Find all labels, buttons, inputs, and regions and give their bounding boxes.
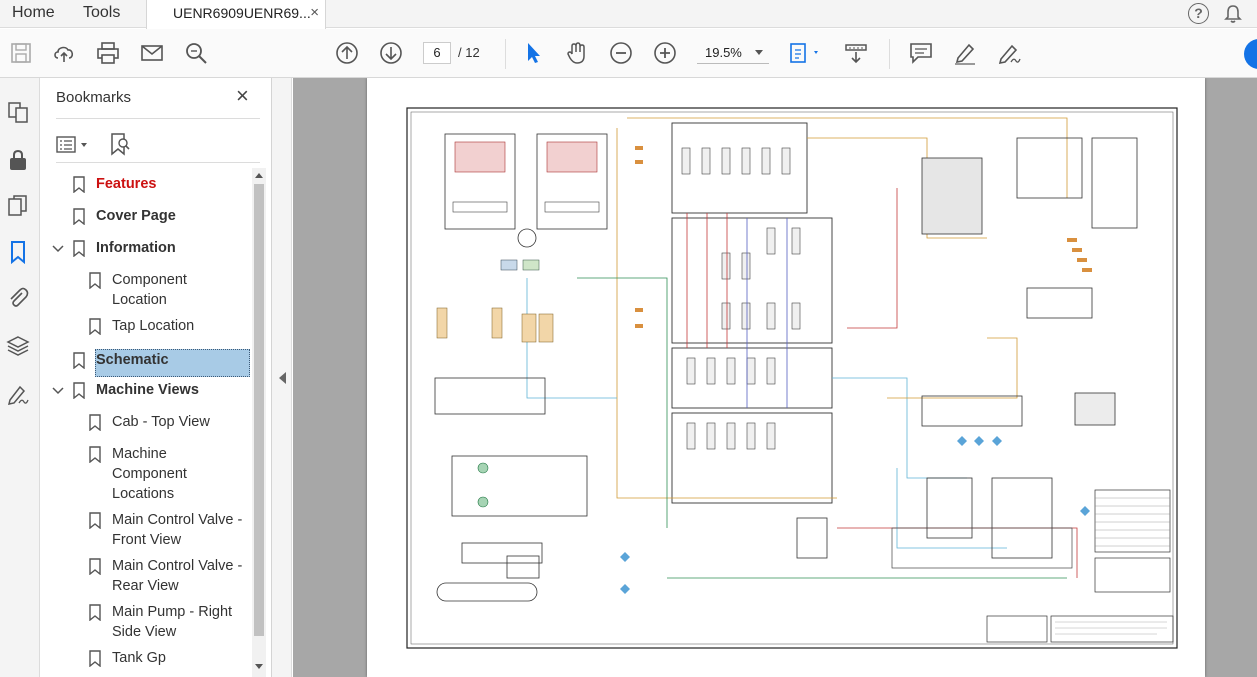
zoom-level-value: 19.5% bbox=[705, 45, 742, 60]
menu-bar: Home Tools UENR6909UENR69... × ? bbox=[0, 0, 1257, 29]
close-tab-icon[interactable]: × bbox=[310, 4, 319, 21]
selected-highlight bbox=[95, 349, 250, 377]
zoom-level-dropdown[interactable]: 19.5% bbox=[697, 42, 769, 64]
hand-icon[interactable] bbox=[564, 40, 590, 66]
bookmark-icon bbox=[73, 352, 85, 369]
tools-tab[interactable]: Tools bbox=[83, 4, 121, 21]
layers-icon[interactable] bbox=[6, 334, 30, 358]
lock-icon[interactable] bbox=[6, 148, 30, 172]
document-viewport[interactable] bbox=[293, 78, 1257, 677]
bookmark-icon bbox=[89, 272, 101, 289]
home-tab[interactable]: Home bbox=[12, 4, 55, 21]
bookmark-icon bbox=[73, 208, 85, 225]
signature-icon[interactable] bbox=[6, 382, 30, 406]
select-arrow-icon[interactable] bbox=[520, 40, 546, 66]
bookmark-label: Main Control Valve - Front View bbox=[112, 512, 243, 548]
bookmark-icon[interactable] bbox=[6, 240, 30, 265]
bookmarks-title: Bookmarks bbox=[56, 89, 132, 106]
chevron-down-icon[interactable] bbox=[52, 386, 64, 396]
bookmark-label: Machine Views bbox=[96, 382, 199, 398]
toolbar-divider bbox=[505, 39, 506, 69]
bookmarks-panel: Bookmarks × Features Cover Page Informat… bbox=[40, 78, 272, 677]
bookmark-scrollbar[interactable] bbox=[252, 168, 266, 677]
bookmark-label: Tap Location bbox=[112, 318, 195, 334]
upload-icon[interactable] bbox=[51, 40, 77, 66]
scroll-down-icon[interactable] bbox=[255, 664, 263, 669]
current-page-input[interactable]: 6 bbox=[423, 42, 451, 64]
help-icon[interactable]: ? bbox=[1188, 3, 1209, 24]
collapse-panel-icon[interactable] bbox=[279, 372, 286, 384]
left-navigation-rail bbox=[0, 78, 40, 677]
bookmark-label: Tank Gp bbox=[112, 650, 166, 666]
highlight-pen-icon[interactable] bbox=[952, 40, 978, 66]
mail-icon[interactable] bbox=[139, 40, 165, 66]
divider bbox=[56, 162, 260, 163]
zoom-out-icon[interactable] bbox=[608, 40, 634, 66]
page-thumbnails-icon[interactable] bbox=[6, 100, 30, 124]
panel-collapse-handle[interactable] bbox=[272, 78, 292, 677]
attachment-icon[interactable] bbox=[6, 286, 30, 310]
document-page[interactable] bbox=[367, 78, 1205, 677]
toolbar: 6 / 12 19.5% bbox=[0, 29, 1257, 78]
bookmark-icon bbox=[73, 382, 85, 399]
zoom-search-icon[interactable] bbox=[183, 40, 209, 66]
bookmark-label: Cab - Top View bbox=[112, 414, 210, 430]
find-bookmark-icon[interactable] bbox=[108, 132, 132, 158]
bookmark-icon bbox=[89, 414, 101, 431]
page-down-icon[interactable] bbox=[378, 40, 404, 66]
scroll-mode-icon[interactable] bbox=[843, 40, 869, 66]
bookmark-icon bbox=[89, 558, 101, 575]
divider bbox=[56, 118, 260, 119]
bookmark-icon bbox=[73, 240, 85, 257]
bookmark-label: Schematic bbox=[96, 352, 169, 368]
sign-icon[interactable] bbox=[996, 40, 1022, 66]
document-tab-label: UENR6909UENR69... bbox=[173, 5, 311, 21]
document-tab[interactable]: UENR6909UENR69... × bbox=[146, 0, 326, 29]
bookmark-icon bbox=[89, 650, 101, 667]
account-avatar[interactable] bbox=[1244, 39, 1257, 69]
notification-bell-icon[interactable] bbox=[1222, 3, 1244, 25]
bookmark-label: Cover Page bbox=[96, 208, 176, 224]
bookmark-icon bbox=[89, 604, 101, 621]
zoom-in-icon[interactable] bbox=[652, 40, 678, 66]
bookmark-list: Features Cover Page Information Componen… bbox=[40, 168, 260, 677]
options-menu-icon[interactable] bbox=[56, 134, 92, 156]
bookmark-label: Component Location bbox=[112, 272, 187, 308]
copy-pages-icon[interactable] bbox=[6, 194, 30, 218]
hydraulic-schematic-drawing bbox=[406, 107, 1178, 649]
page-up-icon[interactable] bbox=[334, 40, 360, 66]
scroll-up-icon[interactable] bbox=[255, 173, 263, 178]
toolbar-divider bbox=[889, 39, 890, 69]
bookmark-label: Main Pump - Right Side View bbox=[112, 604, 233, 640]
bookmark-label: Features bbox=[96, 176, 157, 192]
print-icon[interactable] bbox=[95, 40, 121, 66]
bookmark-icon bbox=[89, 512, 101, 529]
close-panel-icon[interactable]: × bbox=[236, 83, 249, 108]
bookmark-tools bbox=[56, 130, 260, 160]
chevron-down-icon bbox=[755, 50, 763, 55]
bookmark-icon bbox=[89, 446, 101, 463]
scroll-thumb[interactable] bbox=[254, 184, 264, 636]
bookmark-icon bbox=[73, 176, 85, 193]
comment-icon[interactable] bbox=[908, 40, 934, 66]
bookmark-label: Information bbox=[96, 240, 176, 256]
bookmark-icon bbox=[89, 318, 101, 335]
fit-page-icon[interactable] bbox=[787, 40, 823, 66]
save-icon[interactable] bbox=[8, 40, 34, 66]
bookmark-label: Machine Component Locations bbox=[112, 446, 187, 502]
bookmark-label: Main Control Valve - Rear View bbox=[112, 558, 243, 594]
page-total: / 12 bbox=[458, 45, 480, 60]
chevron-down-icon[interactable] bbox=[52, 244, 64, 254]
